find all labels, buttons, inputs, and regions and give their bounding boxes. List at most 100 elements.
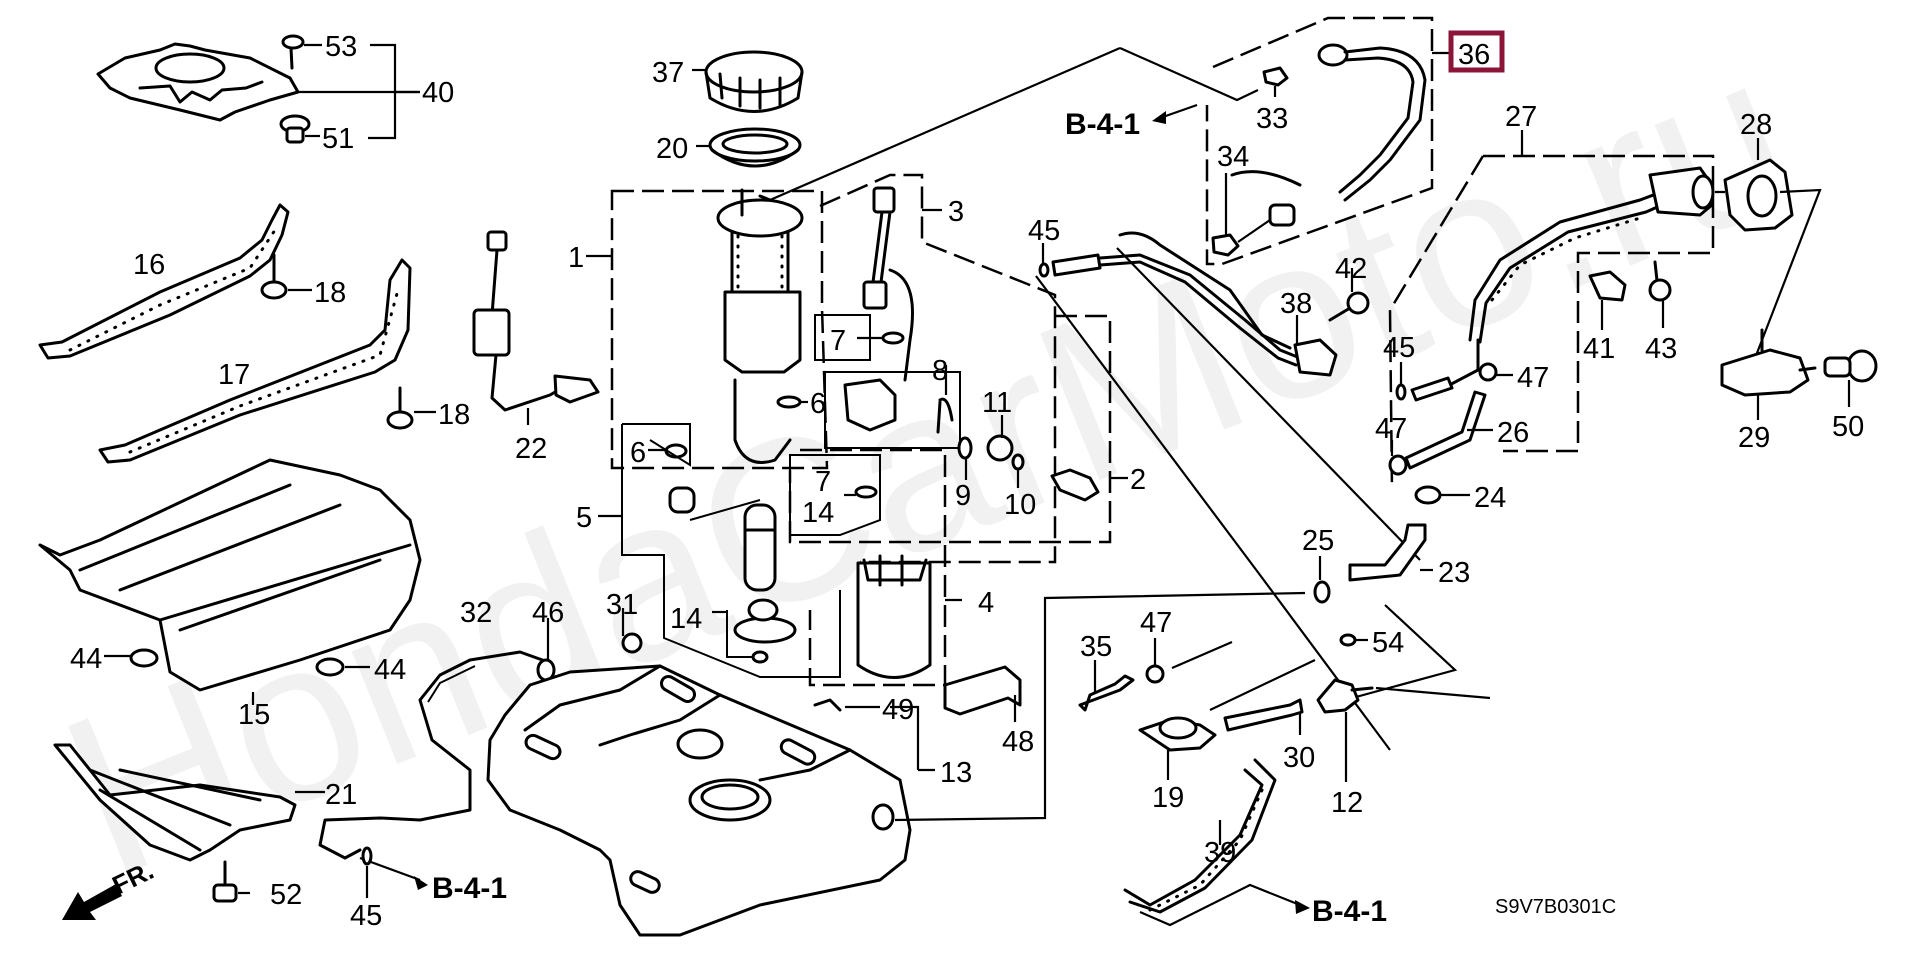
callout-7[interactable]: 7 <box>815 466 831 498</box>
callout-40[interactable]: 40 <box>422 77 454 109</box>
part-45-hose-end <box>1410 376 1454 402</box>
callout-52[interactable]: 52 <box>270 879 302 911</box>
callout-23[interactable]: 23 <box>1438 557 1470 589</box>
part-53-screw <box>281 34 322 70</box>
callout-20[interactable]: 20 <box>656 133 688 165</box>
callout-48[interactable]: 48 <box>1002 726 1034 758</box>
callout-26[interactable]: 26 <box>1497 417 1529 449</box>
part-45-clip-mid <box>1038 243 1050 278</box>
callout-53[interactable]: 53 <box>325 31 357 63</box>
callout-31[interactable]: 31 <box>606 589 638 621</box>
callout-27[interactable]: 27 <box>1505 101 1537 133</box>
callout-49[interactable]: 49 <box>882 694 914 726</box>
part-36-hose <box>1317 43 1427 202</box>
callout-44[interactable]: 44 <box>374 654 406 686</box>
part-30-hose <box>1223 698 1304 735</box>
callout-5[interactable]: 5 <box>576 502 592 534</box>
part-17-strap <box>98 258 412 464</box>
group-3-outline <box>819 173 1057 564</box>
part-44-clip-b <box>315 657 370 677</box>
part-24-clip <box>1414 485 1470 505</box>
callout-44[interactable]: 44 <box>70 643 102 675</box>
part-nut <box>668 486 696 514</box>
callout-16[interactable]: 16 <box>133 249 165 281</box>
ref-b41-top[interactable]: B-4-1 <box>1065 108 1140 141</box>
part-51-clip <box>279 114 320 144</box>
callout-4[interactable]: 4 <box>978 587 994 619</box>
callout-11[interactable]: 11 <box>982 387 1012 419</box>
part-41-valve <box>1588 270 1627 330</box>
bracket-40 <box>368 43 420 140</box>
callout-1[interactable]: 1 <box>568 242 584 274</box>
callout-34[interactable]: 34 <box>1217 141 1249 173</box>
part-52-bolt <box>212 860 250 903</box>
ref-b41-bottom-left[interactable]: B-4-1 <box>432 872 507 905</box>
callout-12[interactable]: 12 <box>1331 787 1363 819</box>
callout-41[interactable]: 41 <box>1583 333 1615 365</box>
callout-2[interactable]: 2 <box>1130 464 1146 496</box>
callout-42[interactable]: 42 <box>1335 253 1367 285</box>
callout-37[interactable]: 37 <box>652 57 684 89</box>
callout-3[interactable]: 3 <box>948 196 964 228</box>
callout-19[interactable]: 19 <box>1152 782 1184 814</box>
group-4-outline <box>800 448 947 687</box>
callout-45[interactable]: 45 <box>1028 215 1060 247</box>
callout-9[interactable]: 9 <box>955 480 971 512</box>
callout-14[interactable]: 14 <box>670 603 702 635</box>
callout-17[interactable]: 17 <box>218 359 250 391</box>
callout-28[interactable]: 28 <box>1740 109 1772 141</box>
part-11-seal <box>986 415 1014 462</box>
callout-32[interactable]: 32 <box>460 597 492 629</box>
part-34-clamp <box>1211 170 1302 257</box>
callout-51[interactable]: 51 <box>322 123 354 155</box>
callout-54[interactable]: 54 <box>1372 627 1404 659</box>
part-47-clamp-c <box>1145 638 1233 684</box>
part-50-cap <box>1823 349 1878 407</box>
part-54-screw <box>1339 633 1368 647</box>
part-4-filter <box>856 554 932 679</box>
callout-18[interactable]: 18 <box>438 399 470 431</box>
callout-50[interactable]: 50 <box>1832 411 1864 443</box>
callout-35[interactable]: 35 <box>1080 631 1112 663</box>
callout-46[interactable]: 46 <box>532 597 564 629</box>
callout-6[interactable]: 6 <box>630 437 646 469</box>
callout-45[interactable]: 45 <box>1383 332 1415 364</box>
callout-47[interactable]: 47 <box>1375 413 1407 445</box>
callout-36[interactable]: 36 <box>1458 39 1490 71</box>
callout-22[interactable]: 22 <box>515 433 547 465</box>
callout-30[interactable]: 30 <box>1283 742 1315 774</box>
group-5-outline <box>621 423 841 678</box>
part-7-oring-a <box>857 331 905 345</box>
callout-7[interactable]: 7 <box>830 325 846 357</box>
callout-24[interactable]: 24 <box>1474 482 1506 514</box>
callout-33[interactable]: 33 <box>1256 103 1288 135</box>
callout-25[interactable]: 25 <box>1302 525 1334 557</box>
callout-47[interactable]: 47 <box>1517 362 1549 394</box>
part-12-valve <box>1316 678 1491 782</box>
part-15-shield <box>38 458 422 705</box>
part-6-washer-a <box>776 395 808 409</box>
callout-15[interactable]: 15 <box>238 699 270 731</box>
callout-6[interactable]: 6 <box>810 388 826 420</box>
part-43-bolt <box>1648 260 1672 328</box>
group-7-box <box>814 314 871 361</box>
part-10-oring <box>1011 453 1025 488</box>
callout-18[interactable]: 18 <box>314 277 346 309</box>
callout-39[interactable]: 39 <box>1204 837 1236 869</box>
part-13-fuel-tank <box>486 591 1306 937</box>
callout-45[interactable]: 45 <box>350 900 382 932</box>
callout-21[interactable]: 21 <box>325 779 357 811</box>
callout-13[interactable]: 13 <box>940 757 972 789</box>
callout-8[interactable]: 8 <box>932 355 948 387</box>
callout-43[interactable]: 43 <box>1645 333 1677 365</box>
part-18-bolt-b <box>386 386 436 430</box>
part-29-valve <box>1720 328 1817 420</box>
ref-b41-bottom-right[interactable]: B-4-1 <box>1312 895 1387 928</box>
callout-14[interactable]: 14 <box>802 497 834 529</box>
part-20-gasket <box>696 127 802 168</box>
callout-38[interactable]: 38 <box>1280 288 1312 320</box>
callout-47[interactable]: 47 <box>1140 607 1172 639</box>
part-36-highlight <box>1448 30 1505 73</box>
callout-29[interactable]: 29 <box>1738 422 1770 454</box>
callout-10[interactable]: 10 <box>1004 489 1036 521</box>
